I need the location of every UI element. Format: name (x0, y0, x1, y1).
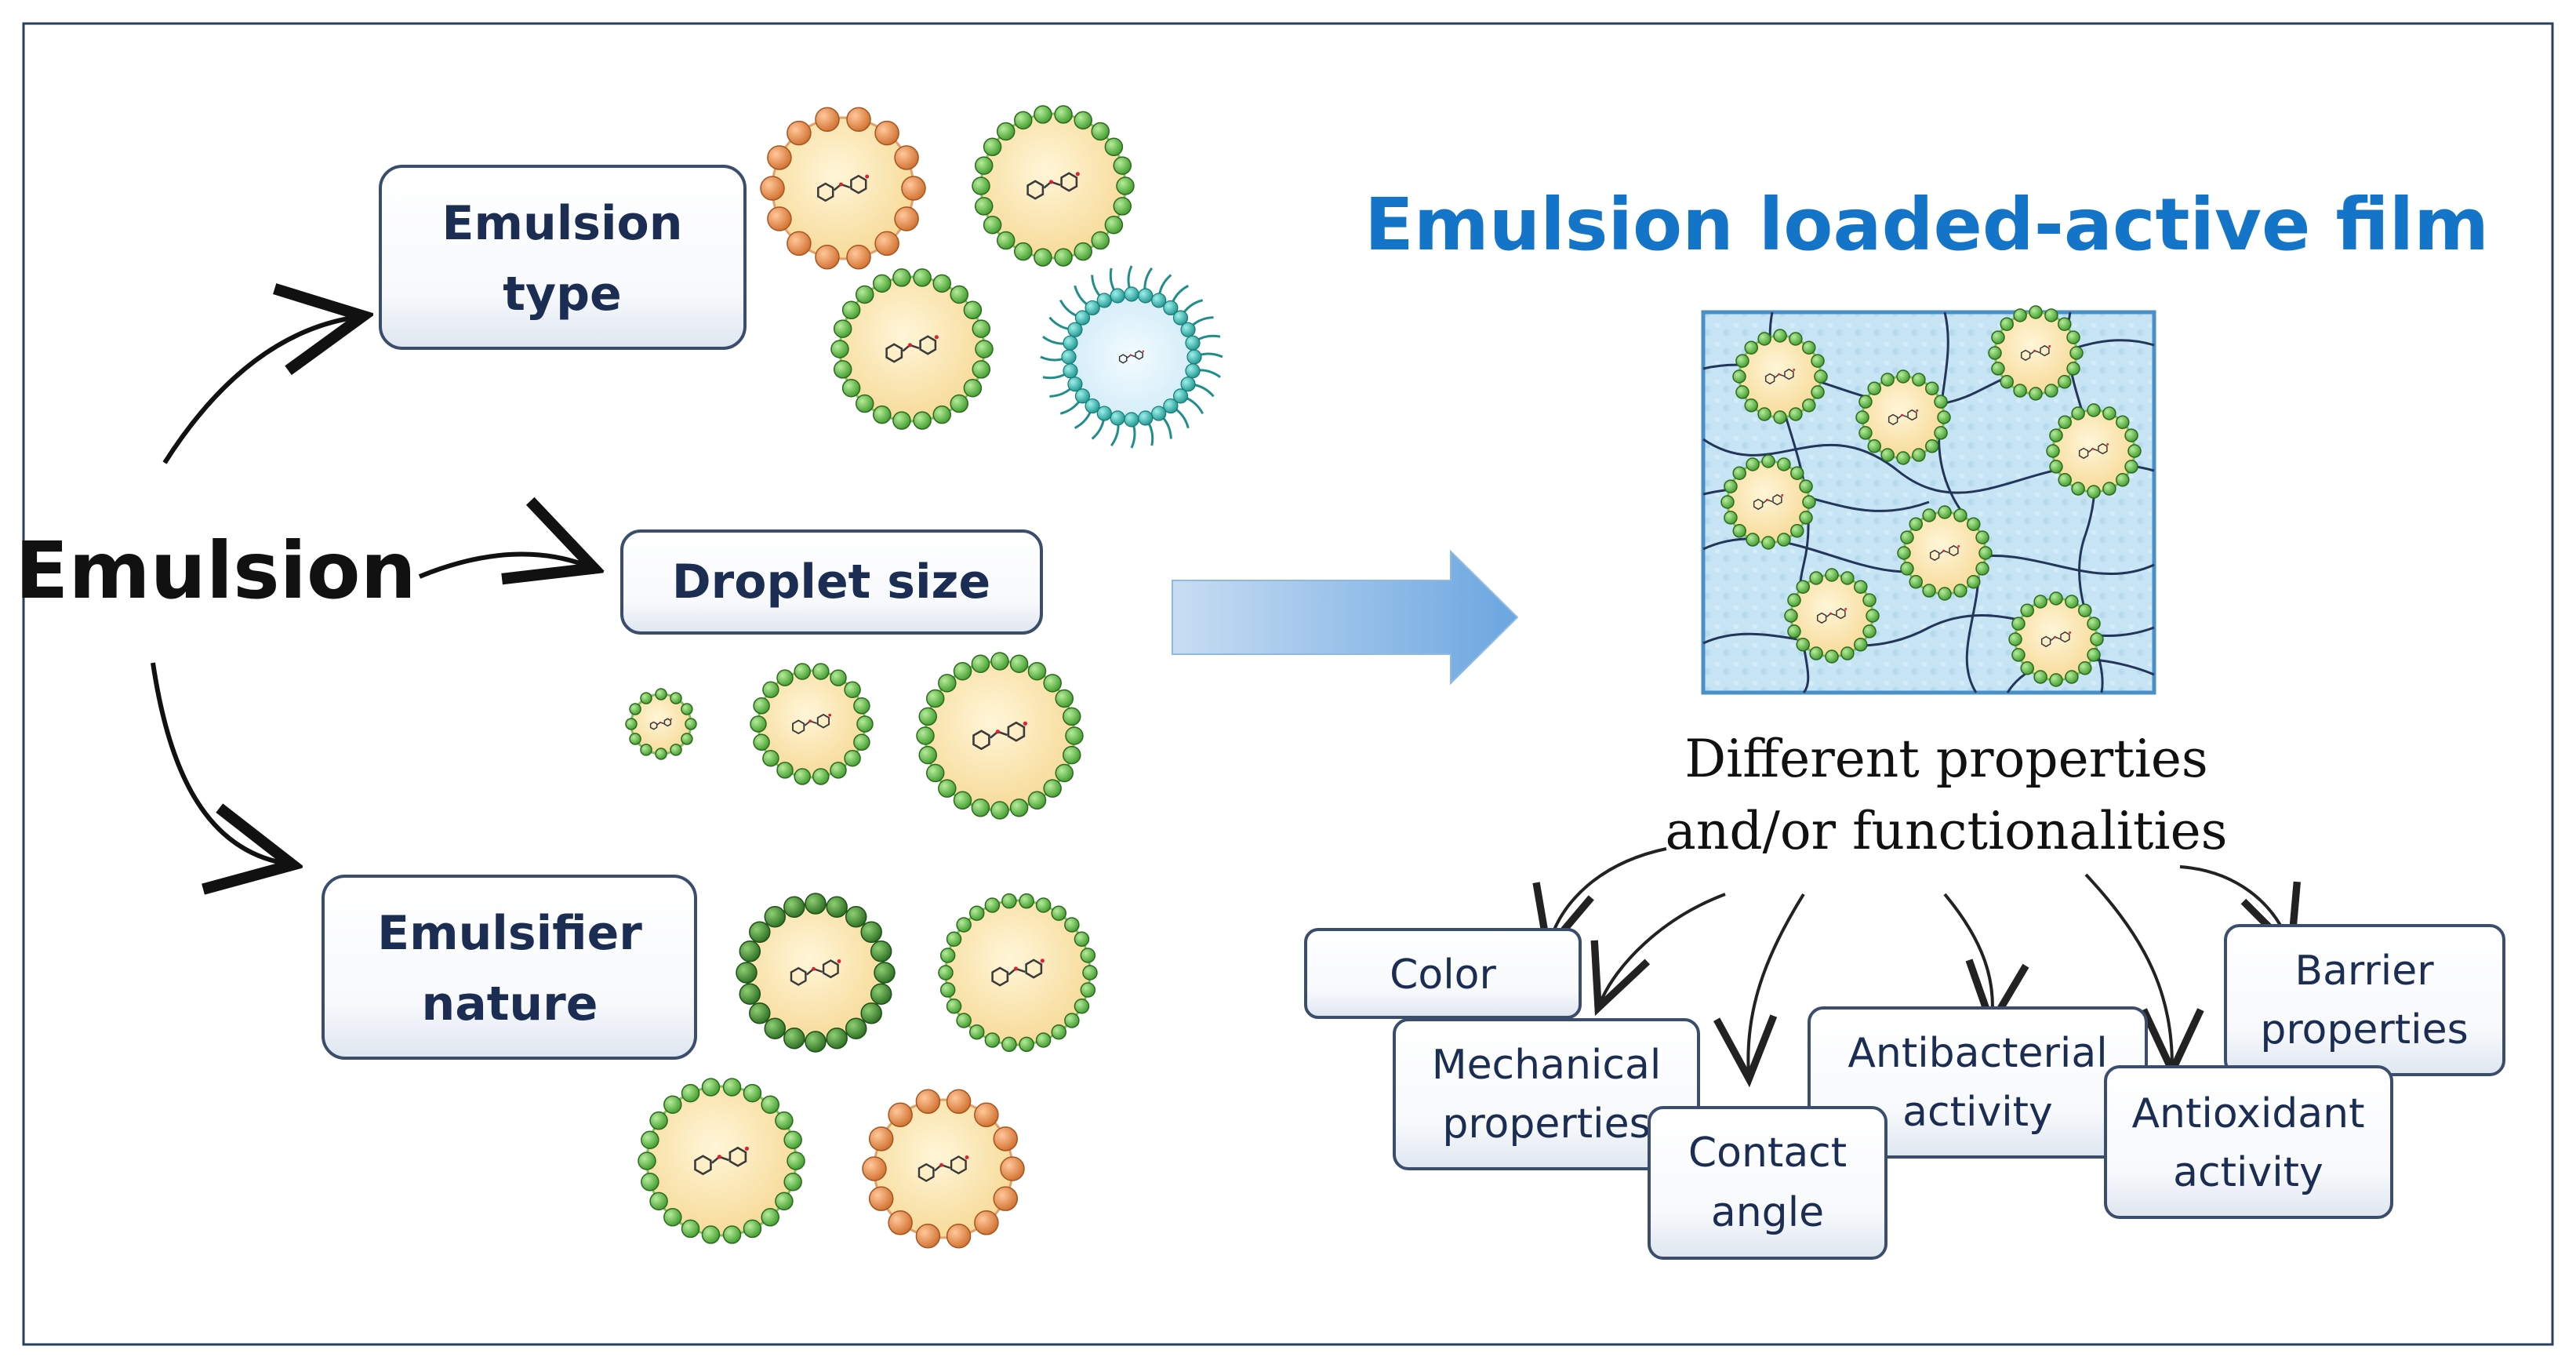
film-title: Emulsion loaded-active film (1364, 183, 2489, 267)
factor-emulsifier-line2: nature (422, 977, 598, 1031)
droplet-icon (625, 688, 697, 760)
factor-emulsion-type: Emulsion type (379, 165, 747, 350)
process-arrow (1172, 549, 1519, 686)
caption-line1: Different properties (1684, 729, 2208, 789)
property-contact-line2: angle (1711, 1189, 1824, 1236)
micelle-icon (1040, 265, 1223, 449)
droplet-icon (938, 893, 1098, 1053)
property-mechanical-line2: properties (1442, 1101, 1650, 1148)
factor-type-line2: type (503, 267, 621, 322)
property-barrier-line1: Barrier (2294, 948, 2434, 995)
property-color-box: Color (1304, 928, 1582, 1019)
active-film-illustration (1701, 305, 2156, 695)
droplet-icon (736, 893, 896, 1053)
droplet-icon (1732, 329, 1828, 424)
droplet-icon (1784, 568, 1880, 664)
droplet-icon (1720, 454, 1816, 550)
property-mechanical-line1: Mechanical (1432, 1042, 1662, 1089)
droplet-icon (750, 663, 874, 785)
main-label: Emulsion (15, 525, 416, 617)
property-antioxidant-line1: Antioxidant (2131, 1090, 2364, 1137)
droplet-icon (2046, 403, 2142, 499)
droplet-icon (2008, 591, 2104, 687)
property-antioxidant-box: Antioxidant activity (2104, 1065, 2393, 1219)
droplet-icon (1897, 505, 1993, 601)
arrow-to-emulsifier (151, 662, 282, 863)
arrow-to-type (162, 318, 353, 464)
arrow-to-size (418, 554, 584, 577)
property-antibacterial-line2: activity (1902, 1089, 2053, 1136)
droplet-icon (830, 268, 994, 430)
property-antioxidant-line2: activity (2173, 1149, 2323, 1196)
property-contact-box: Contact angle (1648, 1106, 1887, 1260)
property-barrier-line2: properties (2260, 1006, 2468, 1053)
droplet-icon (638, 1078, 805, 1244)
droplet-icon (972, 105, 1135, 267)
factor-size-label: Droplet size (672, 555, 990, 609)
factor-type-line1: Emulsion (441, 196, 682, 251)
droplet-icon (1988, 305, 2084, 401)
factor-emulsifier-nature: Emulsifier nature (322, 875, 697, 1060)
droplet-illustrations (625, 105, 1223, 1249)
property-antibacterial-line1: Antibacterial (1848, 1030, 2107, 1077)
property-contact-line1: Contact (1688, 1130, 1847, 1177)
droplet-icon (1855, 369, 1951, 465)
property-color-label: Color (1390, 951, 1496, 999)
droplet-icon (862, 1089, 1025, 1249)
property-mechanical-box: Mechanical properties (1393, 1018, 1700, 1170)
property-antibacterial-box: Antibacterial activity (1808, 1006, 2148, 1159)
caption-line2: and/or functionalities (1665, 801, 2227, 861)
factor-emulsifier-line1: Emulsifier (377, 906, 642, 961)
factor-droplet-size: Droplet size (620, 529, 1043, 635)
property-barrier-box: Barrier properties (2224, 924, 2505, 1076)
droplet-icon (760, 107, 926, 270)
droplet-icon (916, 652, 1084, 820)
